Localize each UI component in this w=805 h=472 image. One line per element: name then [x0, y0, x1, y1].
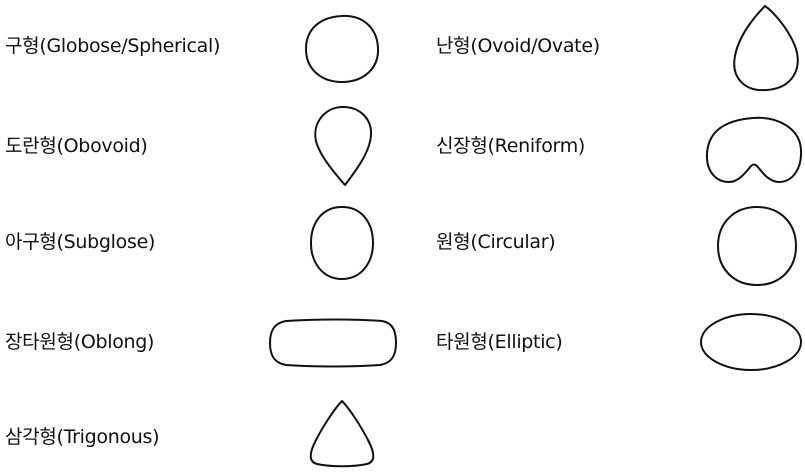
- label-reniform: 신장형(Reniform): [436, 135, 586, 157]
- label-globose: 구형(Globose/Spherical): [5, 35, 221, 57]
- label-oblong: 장타원형(Oblong): [5, 331, 155, 353]
- subglose-shape: [310, 206, 374, 280]
- label-ovoid: 난형(Ovoid/Ovate): [436, 35, 600, 57]
- label-subglose: 아구형(Subglose): [5, 231, 156, 253]
- label-trigonous: 삼각형(Trigonous): [5, 426, 160, 448]
- circular-shape: [717, 206, 797, 286]
- trigonous-shape: [309, 400, 375, 468]
- oblong-shape: [269, 318, 397, 368]
- label-circular: 원형(Circular): [436, 231, 556, 253]
- elliptic-shape: [700, 313, 802, 371]
- label-elliptic: 타원형(Elliptic): [436, 331, 563, 353]
- label-obovoid: 도란형(Obovoid): [5, 135, 148, 157]
- globose-shape: [305, 14, 380, 83]
- obovoid-shape: [314, 106, 373, 186]
- reniform-shape: [705, 116, 803, 183]
- ovoid-shape: [733, 5, 799, 92]
